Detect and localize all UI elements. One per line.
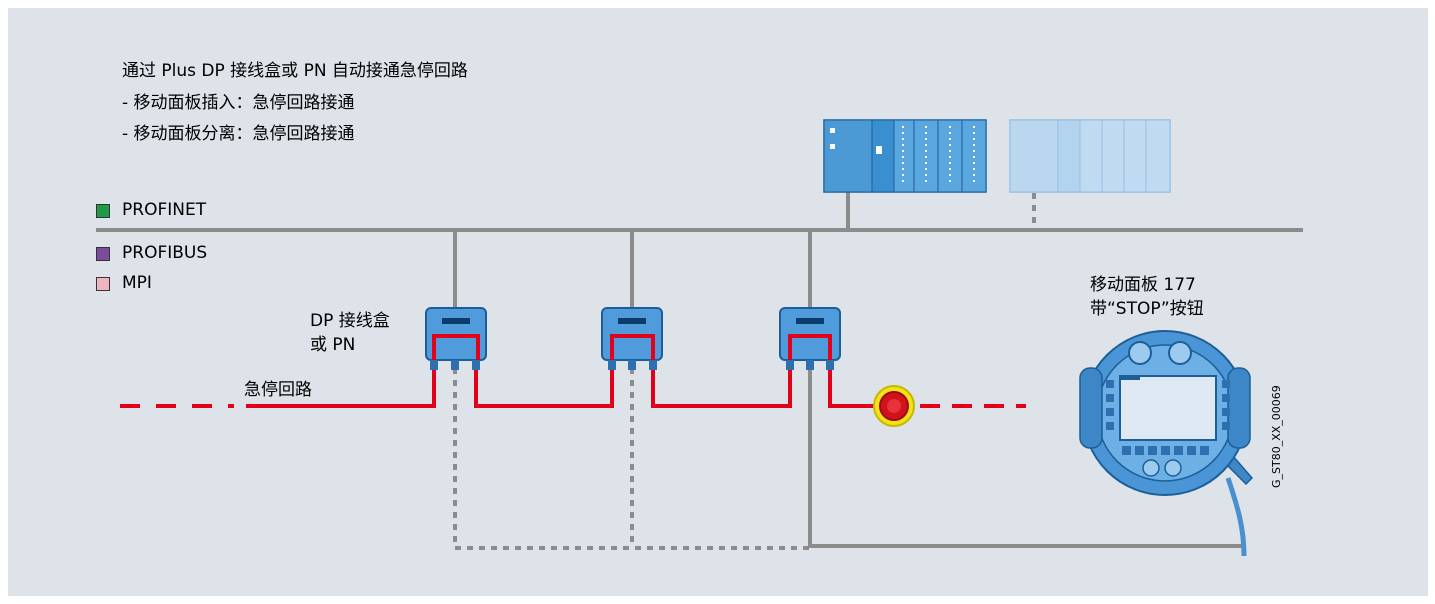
junction-box-label-2: 或 PN [310, 335, 356, 355]
panel-label-1: 移动面板 177 [1090, 275, 1196, 295]
junction-box-1 [425, 307, 487, 370]
estop-circuit-label: 急停回路 [244, 380, 312, 400]
junction-box-2 [601, 307, 663, 370]
panel-label-2: 带“STOP”按钮 [1090, 299, 1204, 319]
legend-label-mpi: MPI [122, 273, 152, 293]
diagram-canvas: 通过 Plus DP 接线盒或 PN 自动接通急停回路 - 移动面板插入：急停回… [8, 8, 1428, 596]
junction-box-3 [779, 307, 841, 370]
legend-swatch-mpi [96, 277, 110, 291]
legend-label-profinet: PROFINET [122, 200, 207, 220]
legend-swatch-profibus [96, 247, 110, 261]
description-title: 通过 Plus DP 接线盒或 PN 自动接通急停回路 [122, 61, 468, 81]
panel-cable-dotted-1 [453, 368, 810, 550]
estop-line-3 [651, 368, 792, 408]
panel-cable [1225, 477, 1247, 557]
junction-box-label-1: DP 接线盒 [310, 311, 390, 331]
description-line-2: - 移动面板分离：急停回路接通 [122, 124, 355, 144]
plc-rack [823, 119, 987, 193]
description-line-1: - 移动面板插入：急停回路接通 [122, 93, 355, 113]
estop-line [246, 368, 436, 408]
mobile-panel [1079, 330, 1254, 557]
legend-label-profibus: PROFIBUS [122, 243, 208, 263]
diagram-drawing [96, 119, 1303, 557]
legend-swatch-profinet [96, 204, 110, 218]
estop-line-4 [828, 368, 876, 408]
estop-line-2 [474, 368, 614, 408]
panel-cable-line [808, 368, 1246, 548]
estop-button [873, 385, 915, 427]
plc-rack-ghost [1009, 119, 1171, 193]
